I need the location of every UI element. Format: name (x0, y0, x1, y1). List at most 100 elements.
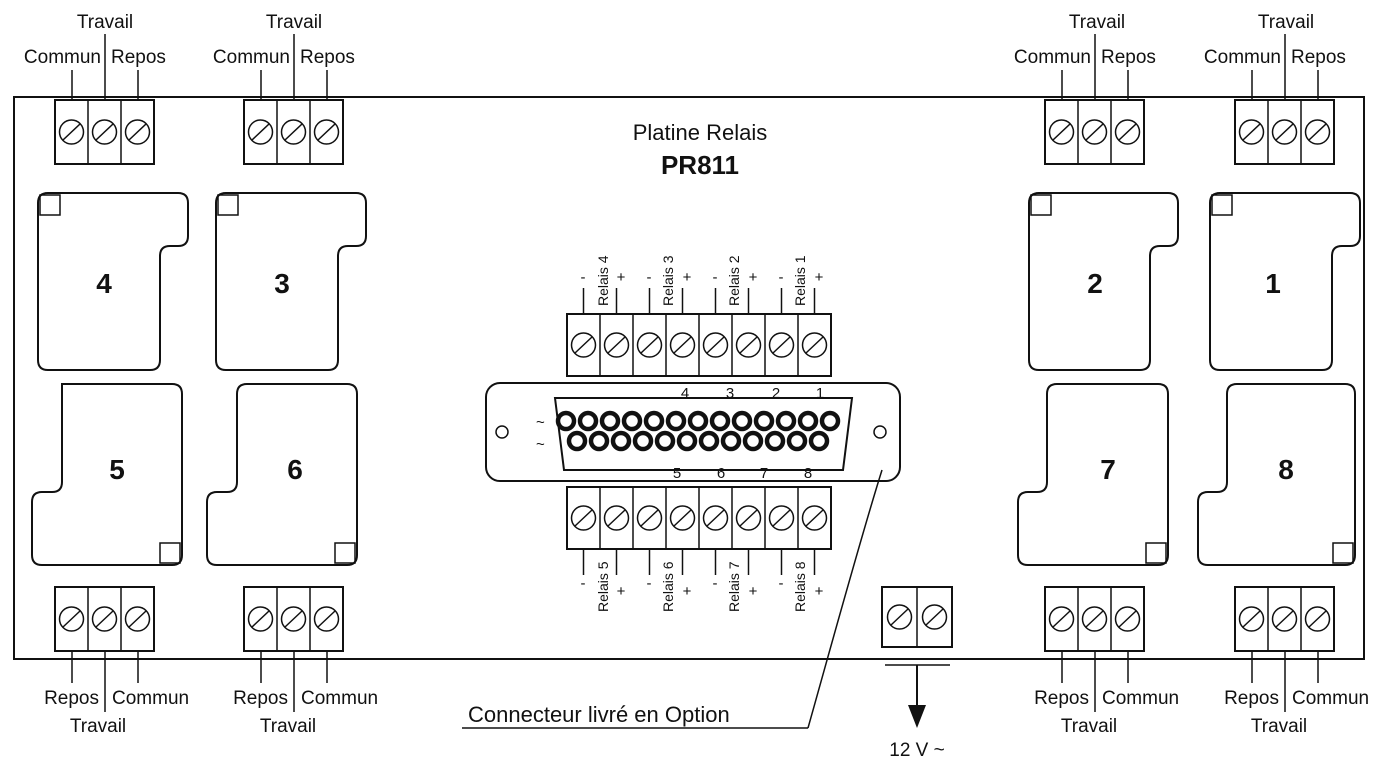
minus-sign: - (581, 269, 586, 286)
plus-sign: + (815, 583, 824, 600)
relay-4: 4 (37, 192, 189, 371)
label-repos: Repos (1291, 47, 1346, 68)
pin-number-7: 7 (760, 465, 768, 482)
power-terminal: 12 V ~ (881, 586, 953, 761)
label-travail: Travail (1069, 12, 1125, 33)
connector-pin (665, 410, 687, 432)
terminal-labels-bottom-7: Repos Commun Travail (1034, 651, 1179, 737)
control-labels-top: Relais 4 Relais 3 Relais 2 Relais 1 - + … (581, 255, 824, 306)
label-repos: Repos (44, 688, 99, 709)
connector-pin (753, 410, 775, 432)
label-travail: Travail (260, 716, 316, 737)
label-commun: Commun (301, 688, 378, 709)
pin-number-2: 2 (772, 385, 780, 402)
connector-pin (643, 410, 665, 432)
connector-pin (577, 410, 599, 432)
connector-pin (588, 430, 610, 452)
label-repos: Repos (1224, 688, 1279, 709)
connector-pin (764, 430, 786, 452)
minus-sign: - (647, 575, 652, 592)
terminal-labels-top-3: Travail Commun Repos (213, 12, 355, 100)
control-terminal-top (566, 288, 832, 377)
connector-pin (698, 430, 720, 452)
connector-pin (775, 410, 797, 432)
label-repos: Repos (300, 47, 355, 68)
board-model: PR811 (661, 150, 739, 180)
connector-pin (742, 430, 764, 452)
output-terminal-bottom-7 (1044, 586, 1145, 652)
label-travail: Travail (1251, 716, 1307, 737)
relay-1: 1 (1209, 192, 1361, 371)
pin-number-4: 4 (681, 385, 689, 402)
connector-pin (687, 410, 709, 432)
connector-pin (676, 430, 698, 452)
output-terminal-top-3 (243, 99, 344, 165)
connector-pin (709, 410, 731, 432)
relay-label-7: Relais 7 (726, 561, 742, 612)
plus-sign: + (683, 269, 692, 286)
minus-sign: - (779, 575, 784, 592)
relay-5: 5 (31, 383, 183, 566)
label-commun: Commun (1102, 688, 1179, 709)
terminal-labels-top-2: Travail Commun Repos (1014, 12, 1156, 100)
label-commun: Commun (1204, 47, 1281, 68)
connector-pin (610, 430, 632, 452)
tilde-sign: ~ (536, 436, 545, 453)
label-repos: Repos (1034, 688, 1089, 709)
callout-text: Connecteur livré en Option (468, 702, 730, 727)
output-terminal-bottom-5 (54, 586, 155, 652)
relay-label-2: Relais 2 (726, 255, 742, 306)
connector-pins-bottom (566, 430, 830, 452)
relay-label-5: Relais 5 (595, 561, 611, 612)
db25-connector: ~ ~ 4 3 2 1 5 6 7 8 (485, 382, 901, 482)
control-labels-bottom: Relais 5 Relais 6 Relais 7 Relais 8 - + … (581, 561, 824, 612)
connector-pin (819, 410, 841, 432)
connector-pin (566, 430, 588, 452)
minus-sign: - (713, 269, 718, 286)
relay-7: 7 (1017, 383, 1169, 566)
arrow-down-icon (908, 705, 926, 728)
connector-pins-top (555, 410, 841, 432)
relay-number: 4 (96, 268, 112, 299)
label-travail: Travail (77, 12, 133, 33)
connector-pin (599, 410, 621, 432)
connector-callout: Connecteur livré en Option (462, 469, 883, 729)
plus-sign: + (617, 583, 626, 600)
relay-number: 7 (1100, 454, 1116, 485)
output-terminal-top-2 (1044, 99, 1145, 165)
label-travail: Travail (1061, 716, 1117, 737)
tilde-sign: ~ (536, 414, 545, 431)
label-travail: Travail (1258, 12, 1314, 33)
terminal-labels-bottom-6: Repos Commun Travail (233, 651, 378, 737)
label-commun: Commun (24, 47, 101, 68)
minus-sign: - (647, 269, 652, 286)
relay-8: 8 (1197, 383, 1356, 566)
relay-3: 3 (215, 192, 367, 371)
control-terminal-bottom (566, 486, 832, 575)
minus-sign: - (581, 575, 586, 592)
connector-pin (654, 430, 676, 452)
minus-sign: - (779, 269, 784, 286)
terminal-labels-bottom-8: Repos Commun Travail (1224, 651, 1369, 737)
connector-pin (555, 410, 577, 432)
relay-number: 1 (1265, 268, 1281, 299)
relay-6: 6 (206, 383, 358, 566)
relay-number: 3 (274, 268, 290, 299)
relay-number: 6 (287, 454, 303, 485)
pin-number-5: 5 (673, 465, 681, 482)
label-commun: Commun (1292, 688, 1369, 709)
pin-number-6: 6 (717, 465, 725, 482)
plus-sign: + (749, 269, 758, 286)
connector-pin (797, 410, 819, 432)
relay-label-3: Relais 3 (660, 255, 676, 306)
label-commun: Commun (1014, 47, 1091, 68)
minus-sign: - (713, 575, 718, 592)
connector-pin (621, 410, 643, 432)
terminal-labels-top-4: Travail Commun Repos (24, 12, 166, 100)
label-commun: Commun (112, 688, 189, 709)
label-repos: Repos (111, 47, 166, 68)
relay-label-4: Relais 4 (595, 255, 611, 306)
label-repos: Repos (233, 688, 288, 709)
connector-pin (731, 410, 753, 432)
